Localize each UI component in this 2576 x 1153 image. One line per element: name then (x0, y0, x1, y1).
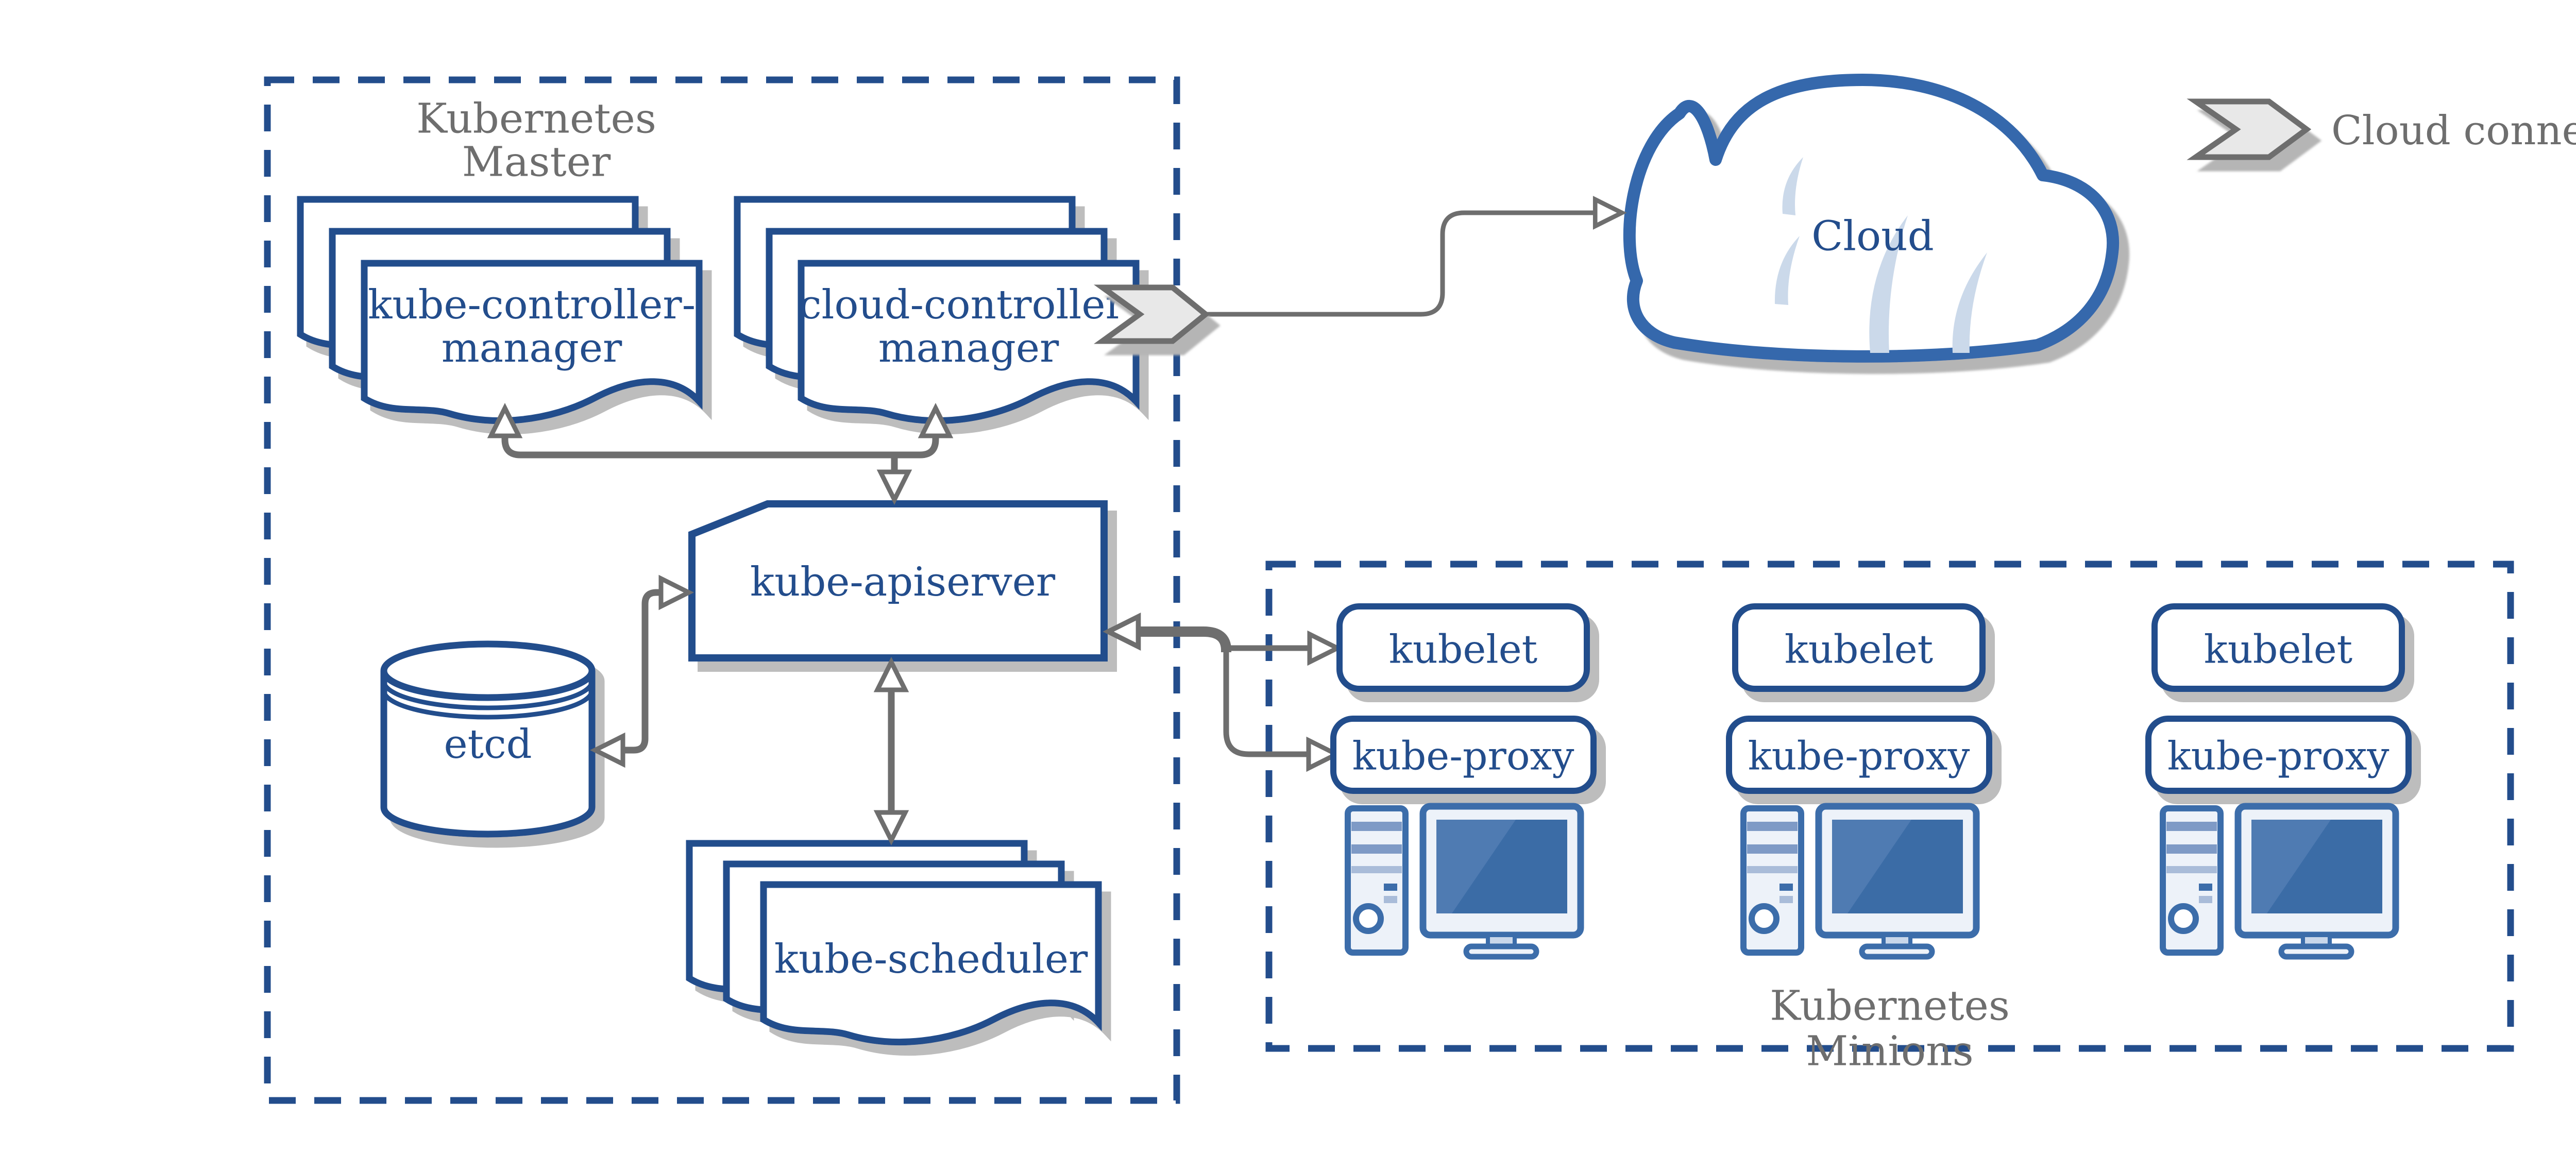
cloud-streak (1782, 157, 1803, 215)
computer-icon (2163, 806, 2396, 957)
apiserver-minions-connector (1108, 617, 1337, 768)
minion-column-2: kubelet kube-proxy (1726, 603, 1992, 957)
legend: Cloud connector (2187, 98, 2576, 160)
minions-title-line2: Minions (1806, 1027, 1973, 1075)
kubelet-label: kubelet (1389, 626, 1537, 672)
kube-scheduler-node: kube-scheduler (689, 843, 1098, 1042)
kube-proxy-box (2145, 716, 2412, 794)
kube-controller-manager-label-line1: kube-controller- (368, 282, 696, 328)
cloud-streak (1869, 215, 1908, 353)
cloud-label: Cloud (1811, 212, 1934, 260)
controllers-apiserver-connector (491, 408, 950, 500)
kube-proxy-label: kube-proxy (1352, 733, 1574, 779)
kube-apiserver-node: kube-apiserver (688, 500, 1108, 662)
minion-column-3: kubelet kube-proxy (2145, 603, 2412, 957)
cloud-controller-manager-node: cloud-controller- manager (737, 199, 1138, 421)
computer-icon (1348, 806, 1581, 957)
kube-apiserver-label: kube-apiserver (750, 559, 1056, 605)
computer-icon (1743, 806, 1976, 957)
etcd-node (380, 640, 596, 838)
kubelet-box (2151, 603, 2405, 692)
cloud-streak (1952, 252, 1987, 353)
cloud-node: Cloud (1623, 74, 2120, 363)
cloud-controller-manager-label-line2: manager (878, 325, 1059, 371)
cloud-connector-legend-icon (2187, 98, 2312, 160)
apiserver-etcd-connector (595, 579, 689, 764)
kube-proxy-label: kube-proxy (1748, 733, 1970, 779)
cloud-streak (1774, 236, 1800, 305)
cloud-connector-legend-label: Cloud connector (2331, 108, 2576, 154)
kube-proxy-box (1726, 716, 1992, 794)
apiserver-scheduler-connector (877, 662, 905, 840)
kubelet-label: kubelet (2204, 626, 2352, 672)
etcd-label: etcd (444, 721, 532, 768)
kubelet-box (1336, 603, 1590, 692)
kube-controller-manager-label-line2: manager (442, 325, 622, 371)
kube-controller-manager-node: kube-controller- manager (300, 199, 699, 421)
master-title-line2: Master (462, 138, 611, 186)
minion-column-1: kubelet kube-proxy (1330, 603, 1597, 957)
master-title-line1: Kubernetes (416, 95, 656, 143)
minions-title-line1: Kubernetes (1770, 982, 2010, 1030)
cloud-connector-chevron (1093, 284, 1210, 344)
kubelet-label: kubelet (1785, 626, 1933, 672)
cloud-controller-manager-label-line1: cloud-controller- (799, 282, 1138, 328)
kube-proxy-label: kube-proxy (2167, 733, 2389, 779)
kubelet-box (1732, 603, 1986, 692)
kube-scheduler-label: kube-scheduler (774, 936, 1088, 982)
kube-proxy-box (1330, 716, 1597, 794)
ccm-cloud-connector (1206, 199, 1622, 317)
kubernetes-master-box (264, 76, 1180, 1104)
